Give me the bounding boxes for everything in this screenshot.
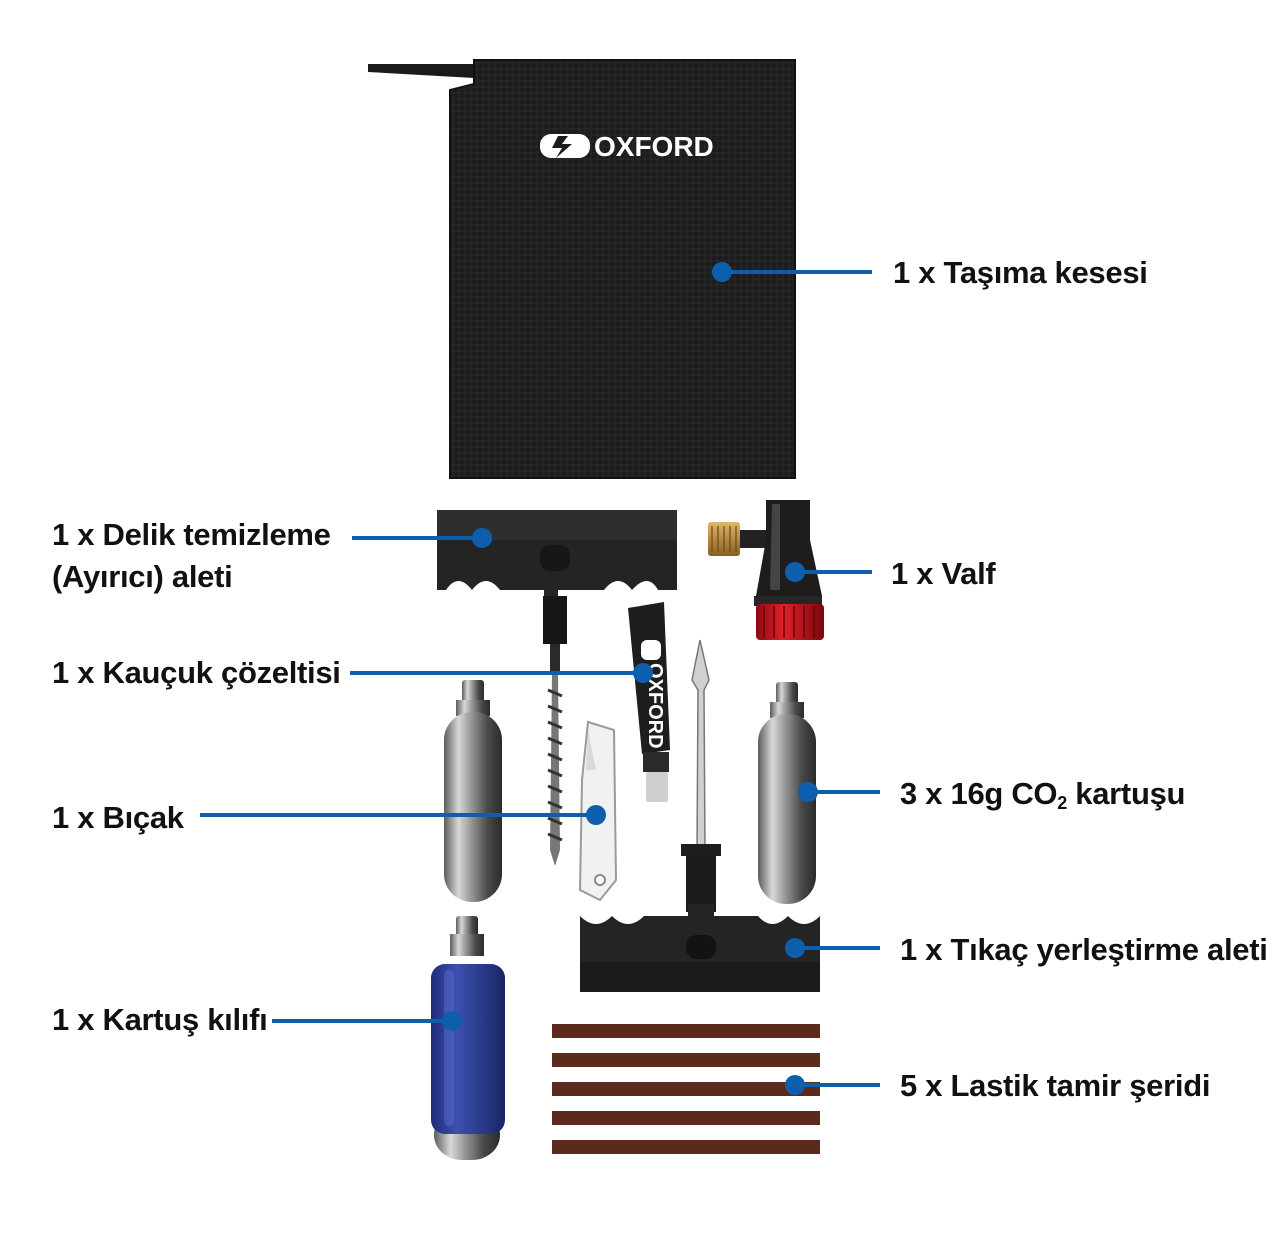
label-insertion-tool-text: 1 x Tıkaç yerleştirme aleti [900, 932, 1268, 967]
label-cement: 1 x Kauçuk çözeltisi [52, 652, 341, 694]
label-pouch: 1 x Taşıma kesesi [893, 252, 1148, 294]
label-co2-prefix: 3 x 16g CO [900, 776, 1058, 811]
label-strips: 5 x Lastik tamir şeridi [900, 1065, 1210, 1107]
callout-dot-strips [785, 1075, 805, 1095]
callout-dot-cement [633, 663, 653, 683]
callouts [200, 262, 880, 1095]
repair-strip [552, 1111, 820, 1125]
co2-cartridge-right [758, 682, 816, 904]
label-strips-text: 5 x Lastik tamir şeridi [900, 1068, 1211, 1103]
label-co2-suffix: kartuşu [1066, 776, 1186, 811]
callout-dot-pouch [712, 262, 732, 282]
callout-dot-knife [586, 805, 606, 825]
label-knife: 1 x Bıçak [52, 797, 184, 839]
callout-dot-reamer [472, 528, 492, 548]
label-co2: 3 x 16g CO2 kartuşu [900, 773, 1185, 824]
label-knife-text: 1 x Bıçak [52, 800, 184, 835]
tube-logo-text: OXFORD [644, 663, 666, 749]
repair-strips [552, 1024, 820, 1154]
repair-strip [552, 1024, 820, 1038]
label-reamer-line1: 1 x Delik temizleme [52, 517, 331, 552]
label-reamer: 1 x Delik temizleme (Ayırıcı) aleti [52, 514, 331, 598]
label-co2-text: 3 x 16g CO2 kartuşu [900, 773, 1185, 824]
label-valve: 1 x Valf [891, 553, 996, 595]
label-insertion-tool: 1 x Tıkaç yerleştirme aleti [900, 929, 1268, 971]
repair-strip [552, 1053, 820, 1067]
plug-insertion-tool [580, 639, 820, 992]
reamer-tool [437, 510, 677, 866]
callout-dot-valve [785, 562, 805, 582]
label-co2-subscript: 2 [1057, 793, 1067, 813]
label-pouch-text: 1 x Taşıma kesesi [893, 255, 1148, 290]
callout-dot-co2 [798, 782, 818, 802]
rubber-cement-tube: OXFORD [628, 602, 670, 802]
pouch-logo-text: OXFORD [594, 131, 714, 162]
cartridge-sleeve [431, 964, 505, 1134]
label-reamer-line2: (Ayırıcı) aleti [52, 559, 233, 594]
label-sleeve: 1 x Kartuş kılıfı [52, 999, 268, 1041]
label-cement-text: 1 x Kauçuk çözeltisi [52, 655, 341, 690]
label-valve-text: 1 x Valf [891, 556, 996, 591]
oxford-logo: OXFORD [540, 131, 714, 162]
callout-dot-sleeve [442, 1011, 462, 1031]
co2-cartridge-left [444, 680, 502, 902]
repair-strip [552, 1140, 820, 1154]
carrying-pouch: OXFORD [368, 59, 796, 479]
repair-strip [552, 1082, 820, 1096]
callout-dot-insertion-tool [785, 938, 805, 958]
label-sleeve-text: 1 x Kartuş kılıfı [52, 1002, 268, 1037]
